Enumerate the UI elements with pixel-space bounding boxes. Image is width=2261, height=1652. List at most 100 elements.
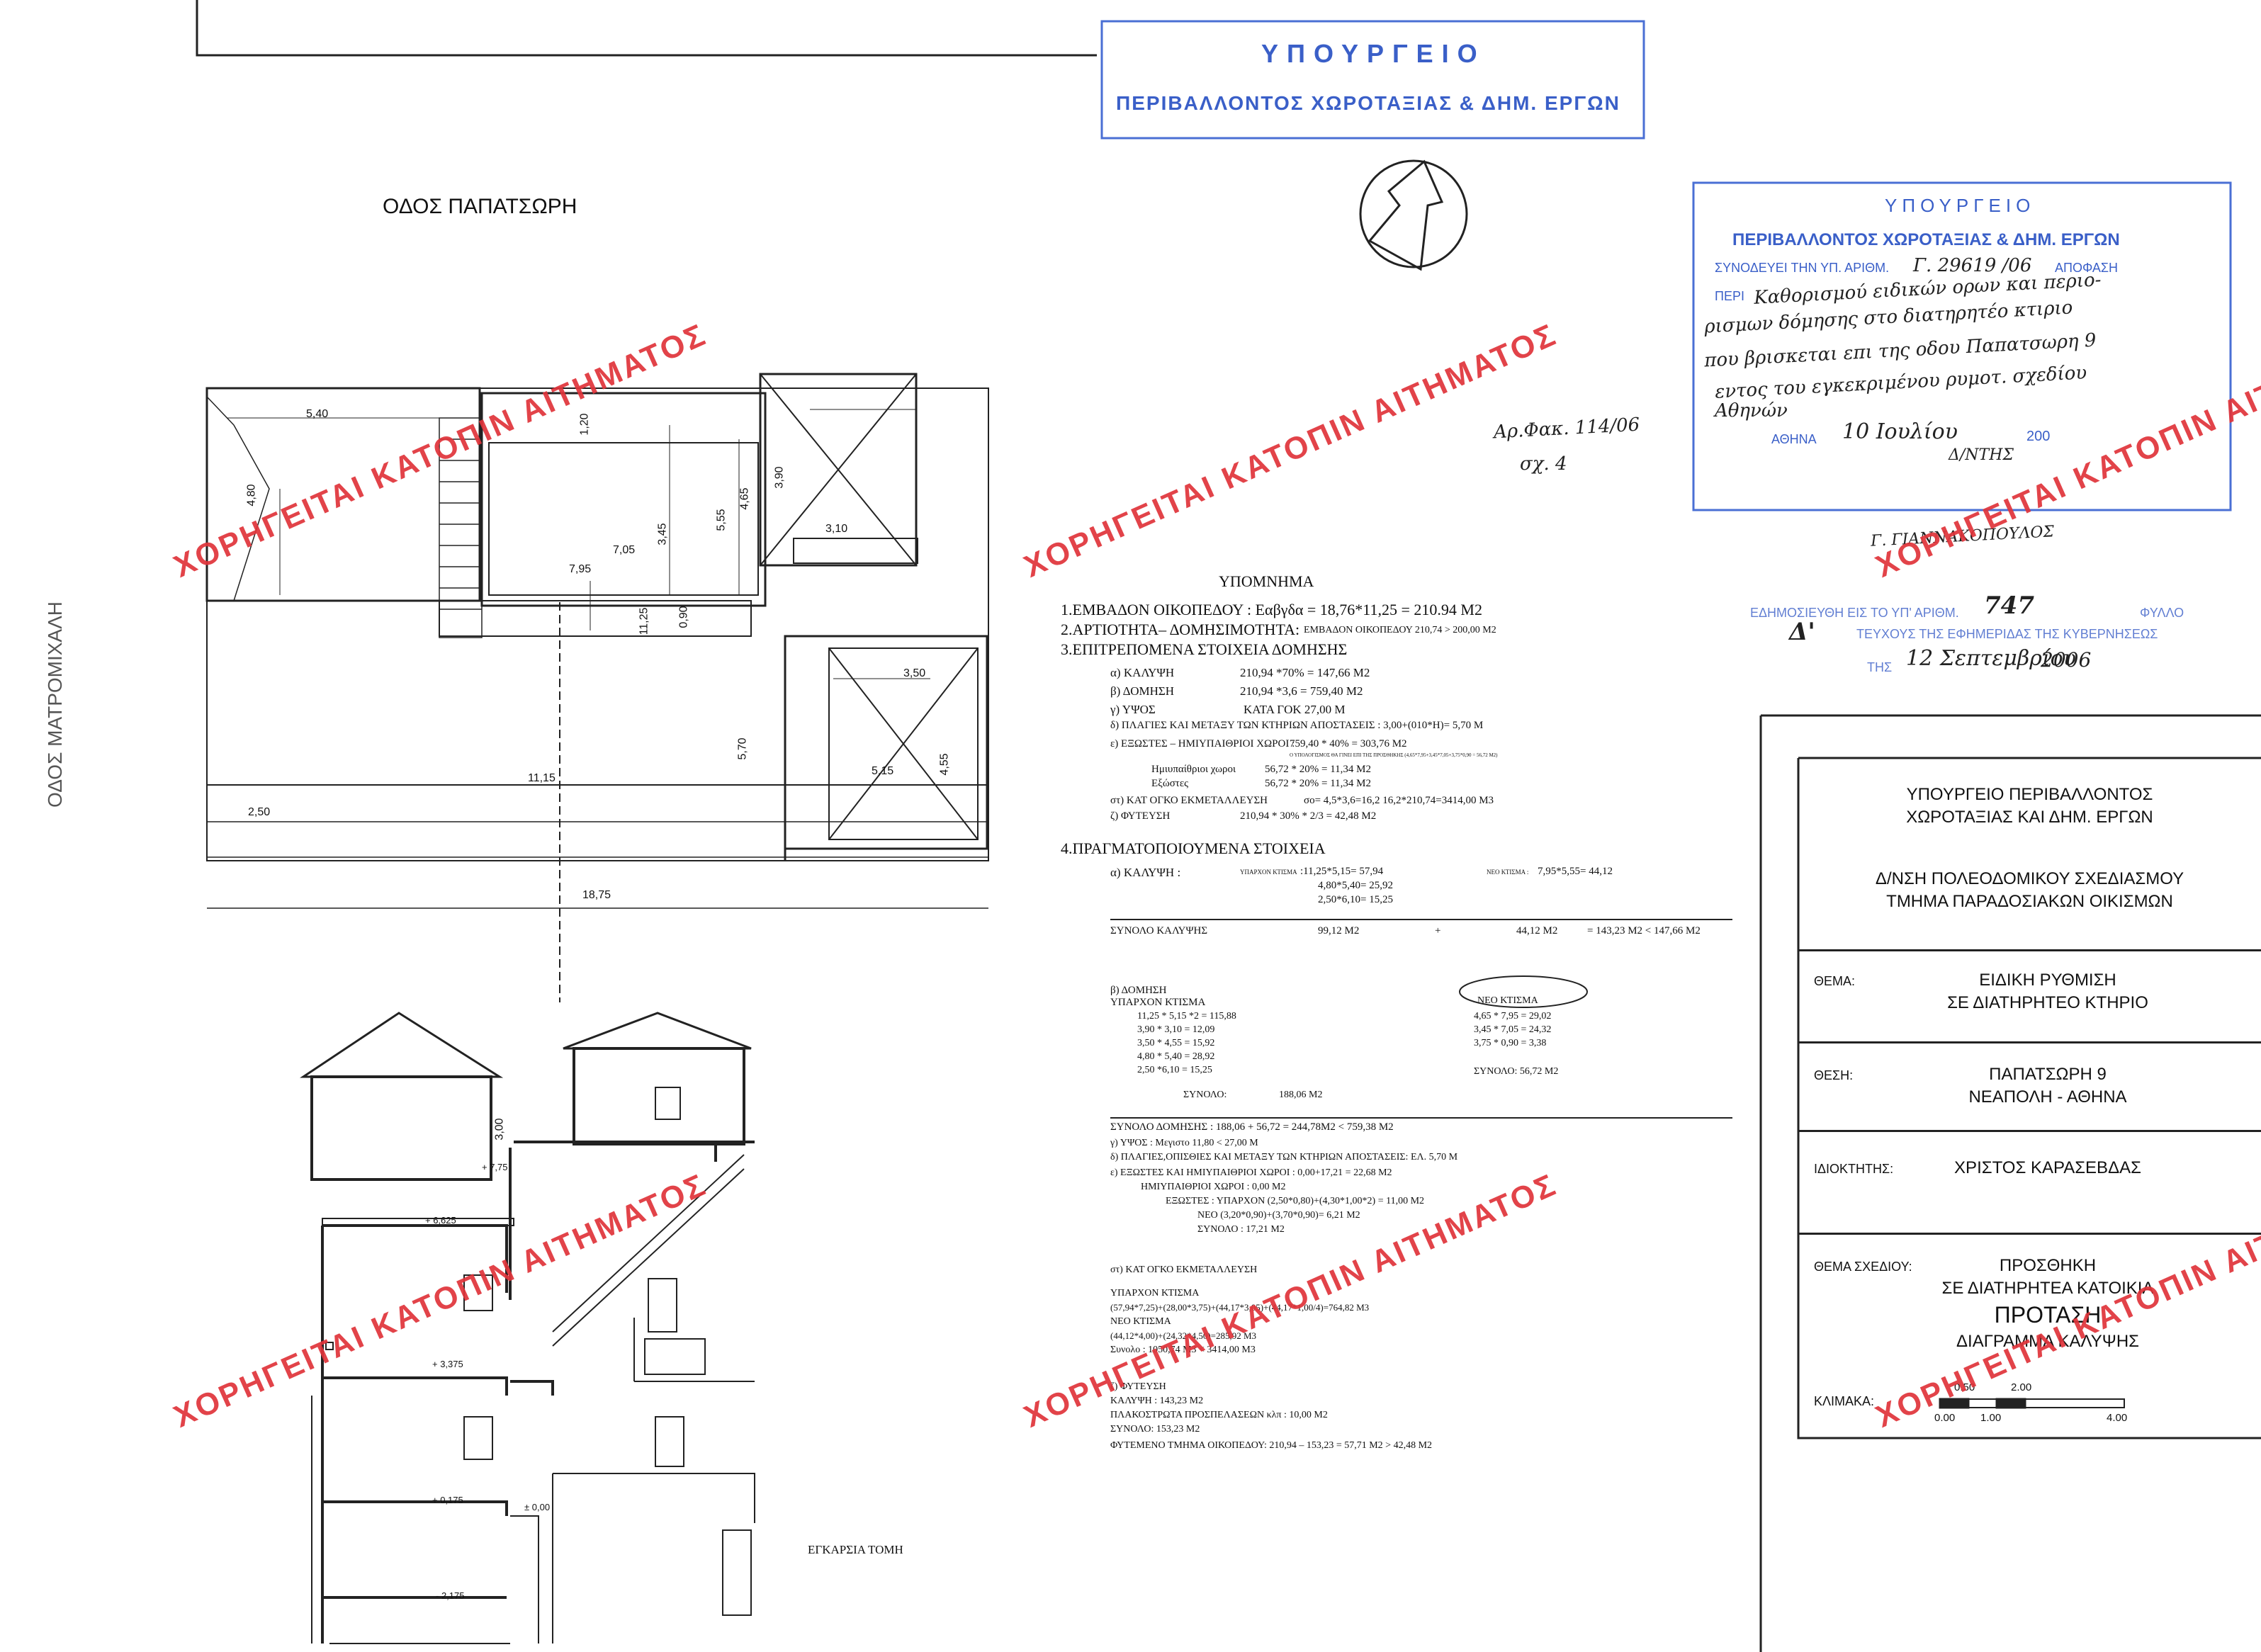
tb-thema-2: ΣΕ ΔΙΑΤΗΡΗΤΕΟ ΚΤΗΡΙΟ (1947, 993, 2148, 1012)
sec-e0175: + 0,175 (432, 1495, 463, 1505)
legend-l1: 1.ΕΜΒΑΔΟΝ ΟΙΚΟΠΕΔΟΥ : Εαβγδα = 18,76*11,… (1061, 601, 1482, 618)
legend-syn-l: ΣΥΝΟΛΟ ΚΑΛΥΨΗΣ (1110, 925, 1208, 937)
tb-thema-label: ΘΕΜΑ: (1814, 974, 1856, 988)
pub-line2-d: Δ' (1789, 618, 1815, 646)
legend-k-3: 2,50*6,10= 15,25 (1318, 894, 1393, 905)
stamp-syn-label: ΣΥΝΟΔΕΥΕΙ ΤΗΝ ΥΠ. ΑΡΙΘΜ. (1715, 261, 1890, 275)
scale-050: 0.50 (1954, 1381, 1975, 1393)
legend-d-l: δ) ΠΛΑΓΙΕΣ ΚΑΙ ΜΕΤΑΞΥ ΤΩΝ ΚΤΗΡΙΩΝ ΑΠΟΣΤΑ… (1110, 720, 1484, 731)
legend-g-l: γ) ΥΨΟΣ (1110, 703, 1156, 716)
legend-title: ΥΠΟΜΝΗΜΑ (1219, 572, 1314, 590)
legend-l2a: 2.ΑΡΤΙΟΤΗΤΑ– ΔΟΜΗΣΙΜΟΤΗΤΑ: (1061, 621, 1300, 638)
tb-divider-4 (1798, 1233, 2261, 1235)
legend-dom-n-syn: ΣΥΝΟΛΟ: 56,72 Μ2 (1474, 1066, 1559, 1077)
legend-st2-syn: Συνολο : 1050,74 Μ3 < 3414,00 Μ3 (1110, 1345, 1256, 1355)
legend-d2: δ) ΠΛΑΓΙΕΣ,ΟΠΙΣΘΙΕΣ ΚΑΙ ΜΕΤΑΞΥ ΤΩΝ ΚΤΗΡΙ… (1110, 1152, 1458, 1162)
legend-dom-syn-v: 188,06 Μ2 (1279, 1090, 1323, 1100)
stamp-top-line2: ΠΕΡΙΒΑΛΛΟΝΤΟΣ ΧΩΡΟΤΑΞΙΑΣ & ΔΗΜ. ΕΡΓΩΝ (1116, 92, 1620, 114)
legend-y: γ) ΥΨΟΣ : Μεγιστο 11,80 < 27,00 Μ (1110, 1138, 1258, 1148)
sec-e775: + 7,75 (482, 1162, 508, 1172)
stamp-apofasi: ΑΠΟΦΑΣΗ (2055, 261, 2118, 275)
legend-k-2: 4,80*5,40= 25,92 (1318, 880, 1393, 891)
stamp-right-line2: ΠΕΡΙΒΑΛΛΟΝΤΟΣ ΧΩΡΟΤΑΞΙΑΣ & ΔΗΜ. ΕΡΓΩΝ (1732, 230, 2120, 249)
legend-z2-p: ΠΛΑΚΟΣΤΡΩΤΑ ΠΡΟΣΠΕΛΑΣΕΩΝ κλπ : 10,00 Μ2 (1110, 1410, 1328, 1420)
dim-310: 3,10 (825, 523, 848, 535)
dim-350: 3,50 (903, 667, 926, 679)
dim-540: 5,40 (306, 408, 329, 420)
legend-dom-e2: 3,90 * 3,10 = 12,09 (1137, 1024, 1215, 1035)
legend-e2: ε) ΕΞΩΣΤΕΣ ΚΑΙ ΗΜΙΥΠΑΙΘΡΙΟΙ ΧΩΡΟΙ : 0,00… (1110, 1167, 1392, 1178)
sec-e000: ± 0,00 (524, 1502, 551, 1512)
dim-090: 0,90 (677, 606, 690, 628)
legend-dom-n2: 3,45 * 7,05 = 24,32 (1474, 1024, 1552, 1035)
tb-idio-label: ΙΔΙΟΚΤΗΤΗΣ: (1814, 1162, 1894, 1176)
legend-hmi-l: Ημιυπαίθριοι χωροι (1151, 764, 1236, 775)
stamp-year: 200 (2026, 429, 2051, 444)
tb-ministry-2: ΧΩΡΟΤΑΞΙΑΣ ΚΑΙ ΔΗΜ. ΕΡΓΩΝ (1906, 808, 2153, 827)
legend-k-neo-v: 7,95*5,55= 44,12 (1538, 866, 1613, 877)
street-left-label: ΟΔΟΣ ΜΑΤΡΟΜΙΧΑΛΗ (44, 601, 66, 808)
stamp-right-frame (1692, 181, 2232, 511)
tb-thesi-2: ΝΕΑΠΟΛΗ - ΑΘΗΝΑ (1968, 1087, 2127, 1107)
legend-l3: 3.ΕΠΙΤΡΕΠΟΜΕΝΑ ΣΤΟΙΧΕΙΑ ΔΟΜΗΣΗΣ (1061, 640, 1348, 658)
legend-e-l: ε) ΕΞΩΣΤΕΣ – ΗΜΙΥΠΑΙΘΡΙΟΙ ΧΩΡΟΙ : (1110, 738, 1295, 749)
dim-345: 3,45 (656, 523, 669, 545)
legend-syn-2: 44,12 Μ2 (1516, 925, 1558, 937)
dim-1115: 11,15 (528, 772, 556, 784)
sec-e6625: + 6,625 (425, 1215, 456, 1226)
legend-st2-2: (44,12*4,00)+(24,32*4,50)=285,92 Μ3 (1110, 1330, 1257, 1341)
dim-465: 4,65 (738, 487, 751, 510)
legend-e2-n: ΝΕΟ (3,20*0,90)+(3,70*0,90)= 6,21 Μ2 (1197, 1210, 1360, 1221)
legend-st2-1: (57,94*7,25)+(28,00*3,75)+(44,17*3,05)+(… (1110, 1302, 1370, 1313)
tb-dept-1: Δ/ΝΣΗ ΠΟΛΕΟΔΟΜΙΚΟΥ ΣΧΕΔΙΑΣΜΟΥ (1875, 869, 2184, 888)
street-top-label: ΟΔΟΣ ΠΑΠΑΤΣΩΡΗ (383, 195, 577, 218)
legend-k-1: :11,25*5,15= 57,94 (1300, 866, 1384, 877)
dim-555: 5,55 (715, 509, 728, 531)
legend-e2-h: ΗΜΙΥΠΑΙΘΡΙΟΙ ΧΩΡΟΙ : 0,00 Μ2 (1141, 1182, 1286, 1192)
legend-z2-l: ζ) ΦΥΤΕΥΣΗ (1110, 1381, 1166, 1392)
stamp-top-frame (1100, 20, 1645, 140)
legend-a-l: α) ΚΑΛΥΨΗ (1110, 666, 1175, 679)
file-note-line2: σχ. 4 (1520, 453, 1567, 475)
stamp-date: 10 Ιουλίου (1842, 419, 1958, 444)
sec-300: 3,00 (493, 1118, 506, 1141)
legend-dom-n1: 4,65 * 7,95 = 29,02 (1474, 1011, 1552, 1022)
legend-syn-1: 99,12 Μ2 (1318, 925, 1360, 937)
dim-480: 4,80 (245, 484, 258, 507)
legend-dom-neo: ΝΕΟ ΚΤΙΣΜΑ (1477, 995, 1538, 1006)
legend-st2-ex: ΥΠΑΡΧΟΝ ΚΤΙΣΜΑ (1110, 1288, 1200, 1299)
section-title: ΕΓΚΑΡΣΙΑ ΤΟΜΗ (808, 1543, 903, 1556)
legend-z2-k: ΚΑΛΥΨΗ : 143,23 Μ2 (1110, 1396, 1204, 1406)
dim-120: 1,20 (578, 413, 591, 436)
legend-k-l: α) ΚΑΛΥΨΗ : (1110, 866, 1181, 879)
tb-divider-2 (1798, 1041, 2261, 1043)
dim-1875: 18,75 (582, 889, 611, 901)
legend-dom-e4: 4,80 * 5,40 = 28,92 (1137, 1051, 1215, 1062)
scale-000: 0.00 (1934, 1412, 1956, 1424)
scale-200: 2.00 (2011, 1381, 2032, 1393)
dim-795: 7,95 (569, 563, 592, 575)
stamp-athina-label: ΑΘΗΝΑ (1771, 432, 1817, 446)
legend-l4: 4.ΠΡΑΓΜΑΤΟΠΟΙΟΥΜΕΝΑ ΣΤΟΙΧΕΙΑ (1061, 839, 1326, 857)
legend-z-v: 210,94 * 30% * 2/3 = 42,48 Μ2 (1240, 810, 1377, 822)
legend-dom-syn: ΣΥΝΟΛΟ: (1183, 1090, 1227, 1100)
legend-hmi-v: 56,72 * 20% = 11,34 Μ2 (1265, 764, 1371, 775)
dim-705: 7,05 (613, 544, 636, 556)
legend-e-v: 759,40 * 40% = 303,76 Μ2 (1290, 738, 1407, 749)
dim-570: 5,70 (736, 737, 749, 760)
legend-a-v: 210,94 *70% = 147,66 Μ2 (1240, 666, 1370, 679)
legend-z2-s: ΣΥΝΟΛΟ: 153,23 Μ2 (1110, 1424, 1200, 1435)
scale-100: 1.00 (1980, 1412, 2002, 1424)
dim-250: 2,50 (248, 806, 271, 818)
legend-st-l: στ) ΚΑΤ ΟΓΚΟ ΕΚΜΕΤΑΛΛΕΥΣΗ (1110, 795, 1268, 806)
legend-st2-l: στ) ΚΑΤ ΟΓΚΟ ΕΚΜΕΤΑΛΛΕΥΣΗ (1110, 1265, 1258, 1275)
legend-exo-l: Εξώστες (1151, 778, 1189, 789)
legend-dom-l: β) ΔΟΜΗΣΗ (1110, 985, 1167, 996)
sec-e3375: + 3,375 (432, 1359, 463, 1369)
legend-b-l: β) ΔΟΜΗΣΗ (1110, 684, 1175, 698)
pub-line3-date: 12 Σεπτεμβρίου (1906, 646, 2076, 671)
stamp-peri-label: ΠΕΡΙ (1715, 289, 1745, 303)
legend-st-v: σο= 4,5*3,6=16,2 16,2*210,74=3414,00 Μ3 (1304, 795, 1494, 806)
legend-e-small: Ο ΥΠΟΛΟΓΙΣΜΟΣ ΘΑ ΓΙΝΕΙ ΕΠΙ ΤΗΣ ΠΡΟΣΘΗΚΗΣ… (1290, 752, 1498, 758)
legend-dom-e1: 11,25 * 5,15 *2 = 115,88 (1137, 1011, 1236, 1022)
